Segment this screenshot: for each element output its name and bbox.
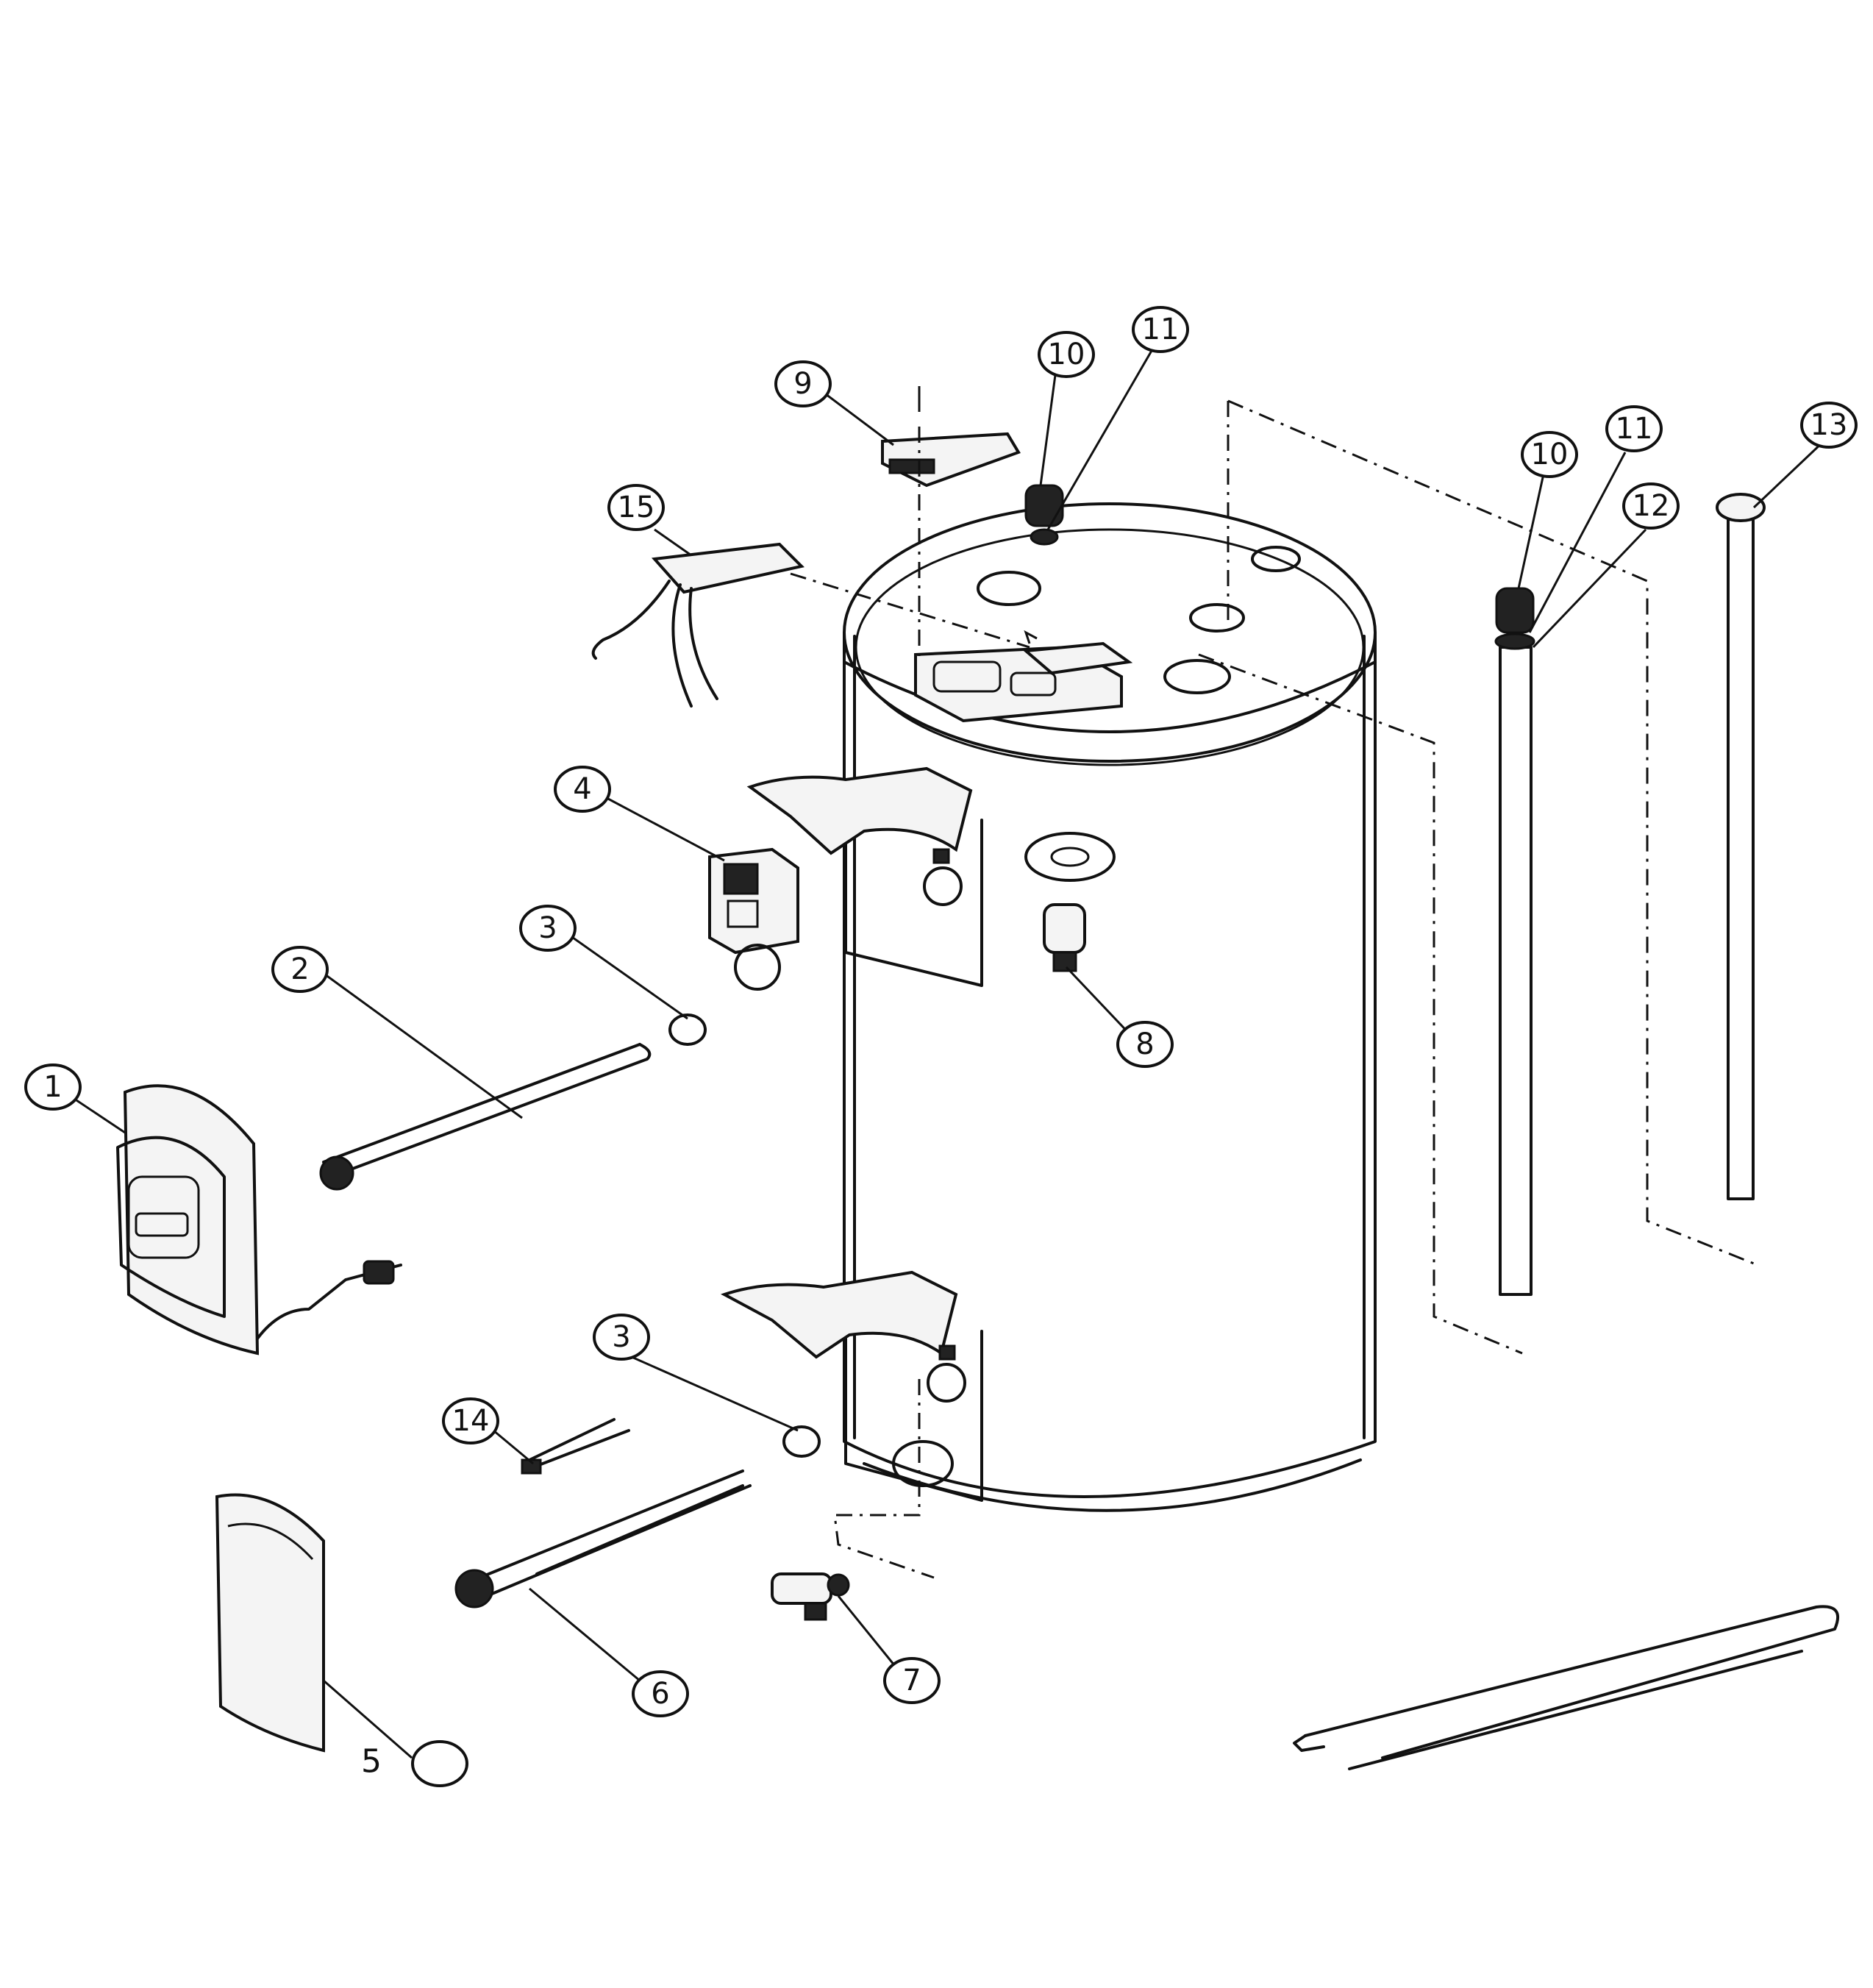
callout-2: 2 <box>271 946 329 993</box>
hot-outlet-port <box>977 571 1041 606</box>
part-13-anode-rod <box>1716 493 1766 1200</box>
part-3-upper-gasket <box>668 1013 707 1046</box>
callout-13: 13 <box>1800 402 1858 449</box>
callout-11-top: 11 <box>1132 306 1189 353</box>
callout-10-right: 10 <box>1521 431 1578 478</box>
part-12-dip-tube <box>1494 587 1535 1296</box>
leader-8 <box>1065 966 1134 1038</box>
anode-port <box>1189 603 1245 633</box>
arrow-head-15 <box>1024 630 1038 644</box>
callout-11-right: 11 <box>1605 405 1663 452</box>
svg-text:12: 12 <box>1633 489 1670 523</box>
svg-text:13: 13 <box>1810 408 1848 442</box>
leader-10b <box>1517 470 1546 589</box>
leader-4 <box>606 797 725 862</box>
svg-text:15: 15 <box>618 491 655 524</box>
leader-3a <box>562 929 688 1020</box>
top-terminal-block <box>1022 641 1133 675</box>
tp-port <box>1024 832 1116 882</box>
install-line-drain <box>833 1379 935 1579</box>
leader-5 <box>323 1679 413 1759</box>
leader-2 <box>324 973 523 1119</box>
leader-6 <box>529 1587 641 1682</box>
svg-text:11: 11 <box>1616 412 1653 446</box>
leader-14 <box>488 1425 534 1465</box>
svg-text:4: 4 <box>573 772 591 806</box>
svg-text:10: 10 <box>1048 338 1085 371</box>
callout-4: 4 <box>554 766 611 813</box>
part-10-nipple-fitting <box>1024 484 1064 527</box>
lower-insulation-block <box>720 1270 958 1359</box>
svg-text:14: 14 <box>452 1404 490 1438</box>
callout-7: 7 <box>883 1657 941 1704</box>
svg-text:5: 5 <box>361 1743 382 1781</box>
part-8-tp-relief-valve <box>1043 903 1086 972</box>
install-line-dip-tube <box>1198 653 1523 1355</box>
upper-insulation-block <box>746 766 973 855</box>
top-fitting-port <box>1251 546 1301 572</box>
part-9-cover-plate <box>881 386 1021 488</box>
svg-text:1: 1 <box>43 1070 62 1104</box>
install-line-15 <box>790 572 1030 649</box>
part-7-drain-valve <box>771 1572 850 1621</box>
cold-inlet-port <box>1163 659 1231 694</box>
callout-14: 14 <box>442 1397 499 1444</box>
svg-text:10: 10 <box>1531 438 1569 471</box>
callout-9: 9 <box>774 360 832 407</box>
part-3-lower-gasket <box>782 1425 821 1458</box>
leader-1 <box>69 1094 126 1134</box>
leader-9 <box>819 388 894 446</box>
part-4-upper-thermostat <box>708 847 799 991</box>
install-line-anode <box>1227 399 1758 1266</box>
callout-10-top: 10 <box>1038 331 1095 378</box>
callout-3-upper: 3 <box>519 905 577 952</box>
leader-3b <box>606 1344 799 1432</box>
callout-1: 1 <box>24 1064 82 1111</box>
leader-13 <box>1752 440 1825 509</box>
svg-text:6: 6 <box>651 1677 669 1711</box>
callout-15: 15 <box>607 484 665 531</box>
part-1-control-assembly <box>116 1084 402 1355</box>
part-2-upper-heating-element <box>319 1043 652 1191</box>
svg-text:3: 3 <box>538 911 557 945</box>
callout-8: 8 <box>1116 1021 1174 1068</box>
svg-text:2: 2 <box>290 952 309 986</box>
leader-11a <box>1046 345 1156 530</box>
leader-7 <box>837 1595 902 1674</box>
leader-11b <box>1528 452 1627 633</box>
part-5-access-panel-cover <box>215 1493 325 1753</box>
svg-text:11: 11 <box>1142 313 1180 346</box>
leader-15 <box>654 528 692 557</box>
svg-text:3: 3 <box>612 1320 630 1354</box>
water-heater-tank <box>720 502 1377 1512</box>
leader-10a <box>1039 374 1057 486</box>
callout-3-lower: 3 <box>593 1314 650 1361</box>
svg-text:8: 8 <box>1135 1027 1154 1061</box>
callout-12: 12 <box>1622 482 1680 530</box>
callout-6: 6 <box>632 1670 689 1717</box>
element-wrench <box>1293 1605 1839 1770</box>
svg-text:7: 7 <box>902 1664 921 1697</box>
part-15-terminal-block-wiring <box>591 542 805 708</box>
part-6-lower-heating-element <box>454 1469 752 1608</box>
svg-text:9: 9 <box>793 367 812 401</box>
drain-port <box>892 1440 954 1487</box>
part-14-wire-harness <box>521 1418 630 1475</box>
callout-5: 5 <box>361 1740 468 1787</box>
leader-12 <box>1532 528 1647 649</box>
part-11-washer <box>1030 528 1059 546</box>
